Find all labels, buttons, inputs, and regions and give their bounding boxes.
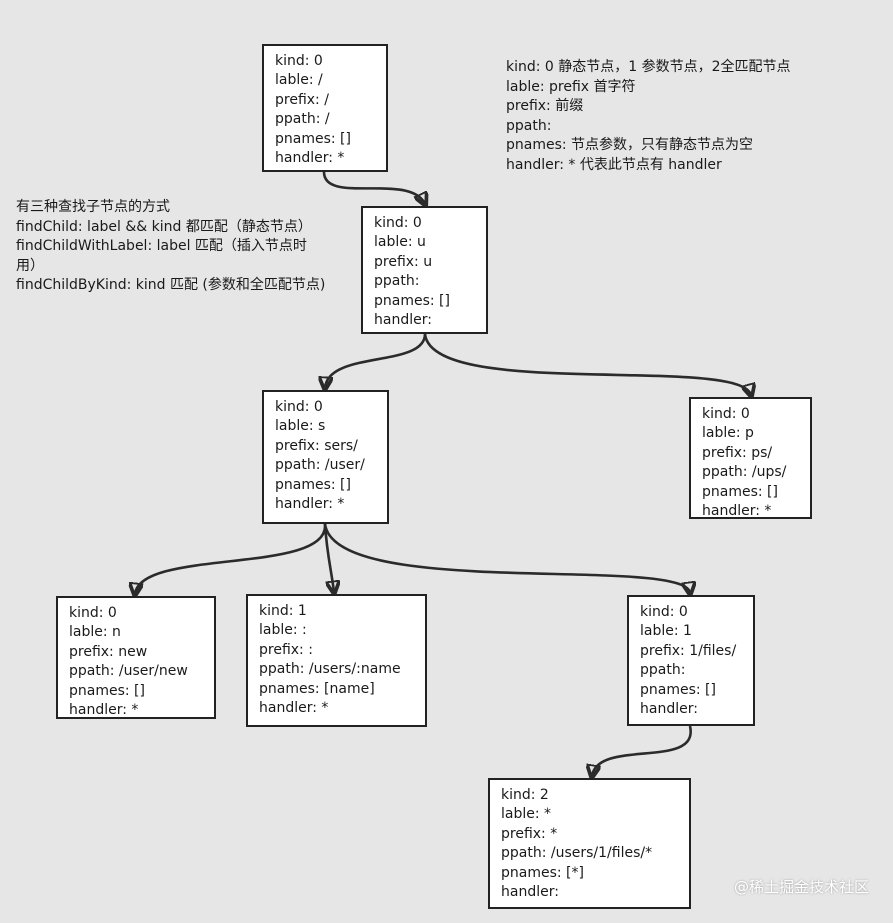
node-prefix: prefix: * — [501, 825, 558, 842]
tree-node-s: kind: 0 lable: s prefix: sers/ ppath: /u… — [262, 390, 389, 524]
node-pnames: pnames: [] — [275, 476, 351, 493]
node-pnames: pnames: [] — [702, 483, 778, 500]
node-handler: handler: * — [702, 503, 772, 519]
node-kind: kind: 0 — [374, 215, 422, 231]
node-pnames: pnames: [] — [374, 292, 450, 309]
node-kind: kind: 0 — [702, 406, 750, 422]
node-prefix: prefix: u — [374, 253, 433, 270]
legend-ppath: ppath: — [506, 117, 552, 134]
node-handler: handler: — [640, 701, 698, 718]
methods-find-child-with-label: findChildWithLabel: label 匹配（插入节点时 — [16, 238, 307, 254]
node-label: lable: : — [259, 622, 307, 639]
node-prefix: prefix: ps/ — [702, 444, 773, 461]
legend-prefix: prefix: 前缀 — [506, 98, 584, 114]
edge-s-to-n — [135, 523, 327, 594]
node-handler: handler: * — [275, 496, 345, 513]
node-label: lable: n — [69, 624, 121, 641]
node-prefix: prefix: new — [69, 643, 148, 660]
node-prefix: prefix: sers/ — [275, 437, 358, 454]
watermark: @稀土掘金技术社区 — [733, 878, 869, 896]
methods-find-child-by-kind: findChildByKind: kind 匹配 (参数和全匹配节点) — [16, 277, 326, 293]
node-kind: kind: 1 — [259, 603, 307, 619]
methods-find-child: findChild: label && kind 都匹配（静态节点） — [16, 218, 312, 235]
edge-root-to-u — [322, 171, 425, 204]
find-methods-note: 有三种查找子节点的方式 findChild: label && kind 都匹配… — [16, 198, 325, 296]
legend-label: lable: prefix 首字符 — [506, 78, 636, 95]
tree-node-n: kind: 0 lable: n prefix: new ppath: /use… — [56, 596, 216, 719]
node-handler: handler: — [374, 312, 432, 329]
node-kind: kind: 0 — [275, 53, 323, 69]
node-ppath: ppath: — [640, 662, 686, 679]
node-handler: handler: * — [69, 702, 139, 719]
node-kind: kind: 0 — [275, 399, 323, 415]
edge-u-to-p — [423, 333, 751, 395]
legend-handler: handler: * 代表此节点有 handler — [506, 156, 722, 173]
legend-kind: kind: 0 静态节点，1 参数节点，2全匹配节点 — [506, 59, 791, 75]
node-pnames: pnames: [name] — [259, 680, 375, 697]
node-ppath: ppath: — [374, 273, 420, 290]
methods-heading: 有三种查找子节点的方式 — [16, 199, 170, 215]
edge-s-to-param — [323, 523, 334, 592]
tree-node-one: kind: 0 lable: 1 prefix: 1/files/ ppath:… — [627, 595, 755, 726]
node-label: lable: 1 — [640, 623, 692, 640]
node-label: lable: u — [374, 234, 426, 251]
node-kind: kind: 0 — [69, 605, 117, 621]
node-ppath: ppath: /user/new — [69, 663, 188, 680]
node-prefix: prefix: / — [275, 91, 329, 108]
tree-node-root: kind: 0 lable: / prefix: / ppath: / pnam… — [262, 44, 388, 172]
edge-one-to-star — [592, 725, 692, 776]
field-legend-note: kind: 0 静态节点，1 参数节点，2全匹配节点 lable: prefix… — [506, 58, 791, 175]
methods-find-child-with-label-cont: 用） — [16, 257, 44, 274]
legend-pnames: pnames: 节点参数，只有静态节点为空 — [506, 137, 754, 153]
node-ppath: ppath: /user/ — [275, 457, 365, 474]
node-prefix: prefix: : — [259, 641, 313, 658]
edge-u-to-s — [325, 333, 427, 388]
node-pnames: pnames: [] — [275, 130, 351, 147]
node-pnames: pnames: [] — [69, 682, 145, 699]
node-pnames: pnames: [*] — [501, 864, 584, 881]
node-ppath: ppath: /users/:name — [259, 661, 401, 678]
node-label: lable: p — [702, 425, 754, 442]
node-ppath: ppath: / — [275, 111, 330, 128]
tree-node-star: kind: 2 lable: * prefix: * ppath: /users… — [488, 778, 691, 909]
tree-node-p: kind: 0 lable: p prefix: ps/ ppath: /ups… — [689, 397, 812, 519]
node-handler: handler: — [501, 884, 559, 901]
node-handler: handler: * — [275, 150, 345, 167]
node-handler: handler: * — [259, 700, 329, 717]
node-label: lable: / — [275, 72, 323, 89]
node-kind: kind: 0 — [640, 604, 688, 620]
node-pnames: pnames: [] — [640, 681, 716, 698]
node-kind: kind: 2 — [501, 787, 549, 803]
node-prefix: prefix: 1/files/ — [640, 642, 737, 659]
node-ppath: ppath: /users/1/files/* — [501, 845, 653, 862]
node-label: lable: * — [501, 806, 552, 823]
node-label: lable: s — [275, 418, 326, 435]
node-ppath: ppath: /ups/ — [702, 464, 787, 481]
tree-node-param: kind: 1 lable: : prefix: : ppath: /users… — [246, 594, 427, 727]
tree-node-u: kind: 0 lable: u prefix: u ppath: pnames… — [361, 206, 488, 334]
edge-s-to-one — [323, 523, 690, 593]
